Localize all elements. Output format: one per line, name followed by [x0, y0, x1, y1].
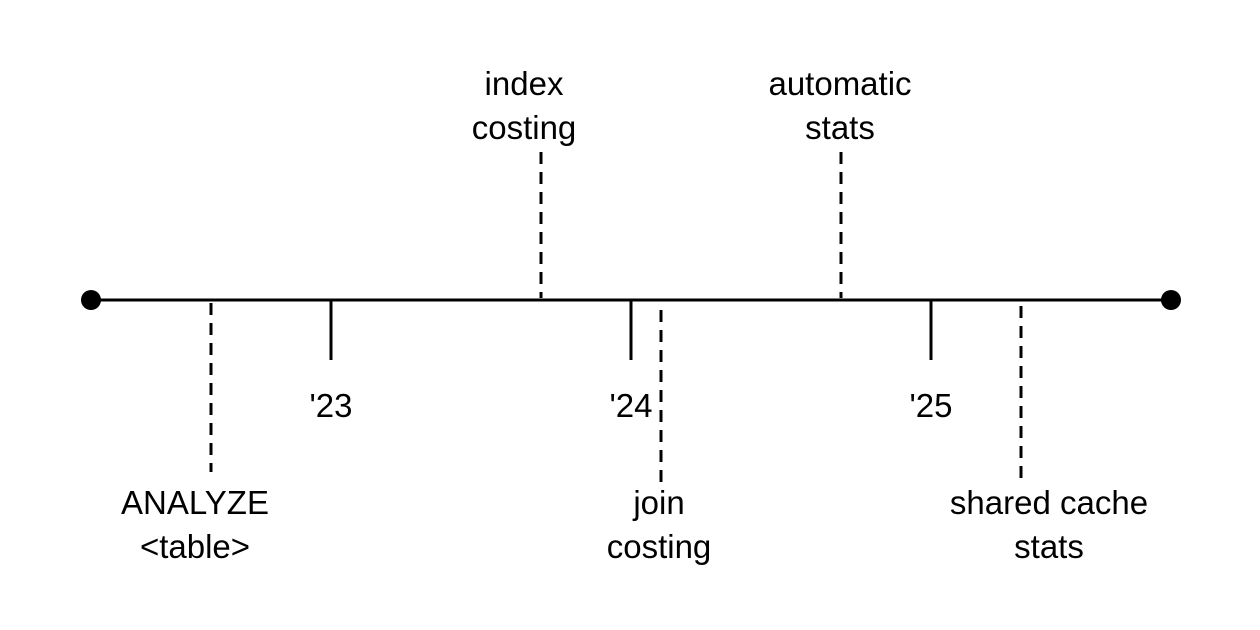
event-label-line: ANALYZE [121, 484, 269, 521]
event-label-line: costing [606, 528, 712, 565]
year-label-2024: '24 [609, 387, 653, 424]
event-label-line: automatic [768, 65, 912, 102]
timeline-start-dot [81, 290, 101, 310]
event-label-line: costing [471, 109, 577, 146]
timeline-end-dot [1161, 290, 1181, 310]
event-label-join-costing: join costing [607, 481, 712, 569]
event-label-line: stats [1014, 528, 1084, 565]
year-label-2025: '25 [909, 387, 953, 424]
event-label-index-costing: index costing [472, 62, 577, 150]
year-label-2023: '23 [309, 387, 353, 424]
event-label-line: join [633, 484, 685, 521]
event-label-shared-cache-stats: shared cache stats [950, 481, 1148, 569]
event-label-line: shared cache [949, 484, 1149, 521]
event-label-line: <table> [139, 528, 251, 565]
event-label-line: stats [805, 109, 875, 146]
event-label-line: index [484, 65, 564, 102]
event-label-analyze: ANALYZE <table> [121, 481, 269, 569]
event-label-automatic-stats: automatic stats [768, 62, 911, 150]
